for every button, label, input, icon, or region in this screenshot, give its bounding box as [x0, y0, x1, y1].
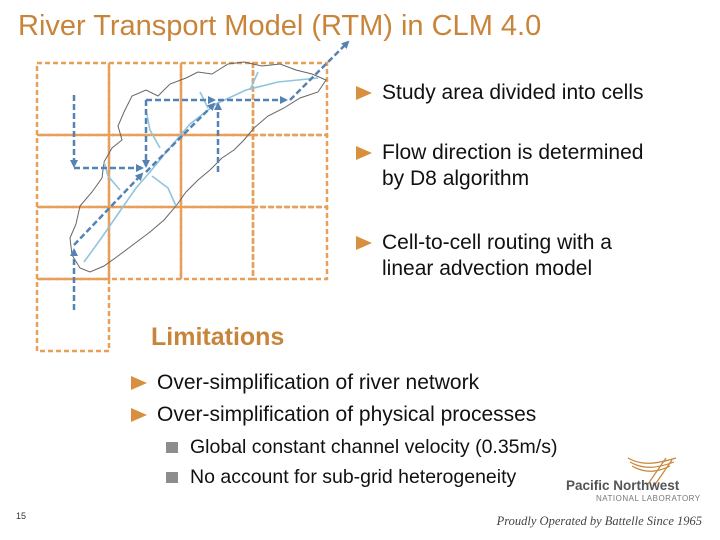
limitation-item: Over-simplification of river network: [131, 370, 479, 396]
flow-arrow: [73, 172, 144, 246]
logo-name: Pacific Northwest: [566, 478, 680, 493]
pnnl-logo-icon: [627, 457, 677, 487]
flow-arrow: [145, 102, 216, 173]
triangle-bullet-icon: [131, 408, 147, 422]
triangle-bullet-icon: [356, 236, 372, 250]
limitation-text: Over-simplification of physical processe…: [157, 403, 537, 426]
sub-limitation-item: No account for sub-grid heterogeneity: [166, 464, 516, 490]
grid-cell: [107, 205, 183, 281]
grid-cell: [251, 133, 329, 209]
bullet-study-area: Study area divided into cells: [356, 80, 644, 106]
bullet-text: Cell-to-cell routing with a: [382, 231, 612, 254]
logo-subtitle: NATIONAL LABORATORY: [596, 494, 701, 503]
triangle-bullet-icon: [356, 146, 372, 160]
grid-cells: [35, 61, 329, 353]
grid-cell: [107, 61, 183, 137]
bullet-text: Study area divided into cells: [382, 81, 644, 104]
sub-limitation-text: Global constant channel velocity (0.35m/…: [190, 436, 558, 458]
triangle-bullet-icon: [131, 376, 147, 390]
page-number: 15: [16, 511, 27, 521]
slide-title: River Transport Model (RTM) in CLM 4.0: [18, 10, 542, 42]
limitation-text: Over-simplification of river network: [157, 371, 480, 394]
bullet-text: linear advection model: [382, 257, 593, 280]
limitation-item: Over-simplification of physical processe…: [131, 402, 536, 428]
watershed-outline: [69, 61, 327, 273]
limitations-heading: Limitations: [151, 323, 285, 351]
pnnl-logo: Pacific Northwest NATIONAL LABORATORY: [566, 456, 702, 504]
bullet-routing: Cell-to-cell routing with a linear advec…: [356, 230, 612, 282]
grid-cell: [251, 205, 329, 281]
bullet-text: Flow direction is determined: [382, 141, 644, 164]
flow-direction-arrows: [70, 40, 350, 310]
sub-limitation-text: No account for sub-grid heterogeneity: [190, 466, 517, 488]
footer-tagline: Proudly Operated by Battelle Since 1965: [496, 514, 702, 528]
bullet-text: by D8 algorithm: [382, 167, 530, 190]
grid-cell: [251, 61, 329, 137]
grid-cell: [179, 205, 255, 281]
flow-arrow: [289, 40, 350, 101]
square-bullet-icon: [166, 472, 178, 483]
square-bullet-icon: [166, 442, 178, 453]
triangle-bullet-icon: [356, 86, 372, 100]
sub-limitation-item: Global constant channel velocity (0.35m/…: [166, 434, 557, 460]
bullet-flow-direction: Flow direction is determined by D8 algor…: [356, 140, 643, 192]
